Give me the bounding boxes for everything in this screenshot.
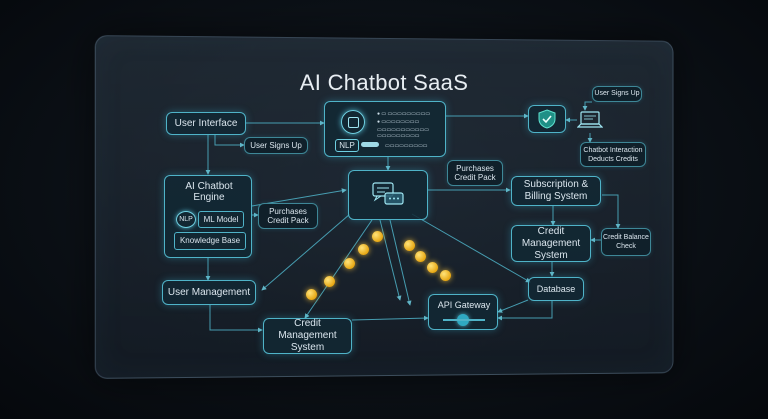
gateway-bar bbox=[443, 319, 485, 321]
user-signs-up-right: User Signs Up bbox=[592, 86, 642, 102]
database-node: Database bbox=[528, 277, 584, 301]
coin-icon bbox=[404, 240, 415, 251]
user-management-node: User Management bbox=[162, 280, 256, 305]
chat-hub-node bbox=[348, 170, 428, 220]
nlp-badge: NLP bbox=[176, 211, 196, 228]
purchases-credit-pack-right: Purchases Credit Pack bbox=[447, 160, 503, 186]
coin-icon bbox=[427, 262, 438, 273]
credit-management-bottom-node: Credit Management System bbox=[263, 318, 352, 354]
security-shield-node bbox=[528, 105, 566, 133]
subscription-billing-node: Subscription & Billing System bbox=[511, 176, 601, 206]
ai-chip-icon bbox=[341, 110, 365, 134]
knowledge-base-box: Knowledge Base bbox=[174, 232, 246, 250]
platform-server-node: ● ▭ ▭▭▭▭▭▭▭▭▭ ● ▭▭▭▭▭▭▭▭ ▭▭▭▭▭▭▭▭▭▭▭ ▭▭▭… bbox=[324, 101, 446, 157]
diagram-title: AI Chatbot SaaS bbox=[299, 70, 469, 95]
coin-icon bbox=[358, 244, 369, 255]
credit-balance-check: Credit Balance Check bbox=[601, 228, 651, 256]
chat-bubbles-icon bbox=[372, 182, 404, 205]
engine-title: AI Chatbot Engine bbox=[185, 181, 233, 203]
coin-icon bbox=[324, 276, 335, 287]
laptop-icon bbox=[576, 110, 604, 130]
nlp-tag: NLP bbox=[335, 139, 359, 152]
ml-model-box: ML Model bbox=[198, 211, 244, 228]
user-signs-up-label: User Signs Up bbox=[244, 137, 308, 154]
purchases-credit-pack-left: Purchases Credit Pack bbox=[258, 203, 318, 229]
chatbot-interaction-deducts-credits: Chatbot Interaction Deducts Credits bbox=[580, 142, 646, 167]
coin-icon bbox=[344, 258, 355, 269]
coin-icon bbox=[372, 231, 383, 242]
api-gateway-label: API Gateway bbox=[437, 300, 491, 310]
coin-icon bbox=[440, 270, 451, 281]
api-gateway-node: API Gateway bbox=[428, 294, 498, 330]
progress-bar bbox=[361, 142, 379, 147]
shield-check-icon bbox=[538, 109, 556, 129]
ai-chatbot-engine-node: AI Chatbot Engine NLP ML Model Knowledge… bbox=[164, 175, 252, 258]
user-interface-node: User Interface bbox=[166, 112, 246, 135]
coin-icon bbox=[415, 251, 426, 262]
coin-icon bbox=[306, 289, 317, 300]
credit-management-right-node: Credit Management System bbox=[511, 225, 591, 262]
